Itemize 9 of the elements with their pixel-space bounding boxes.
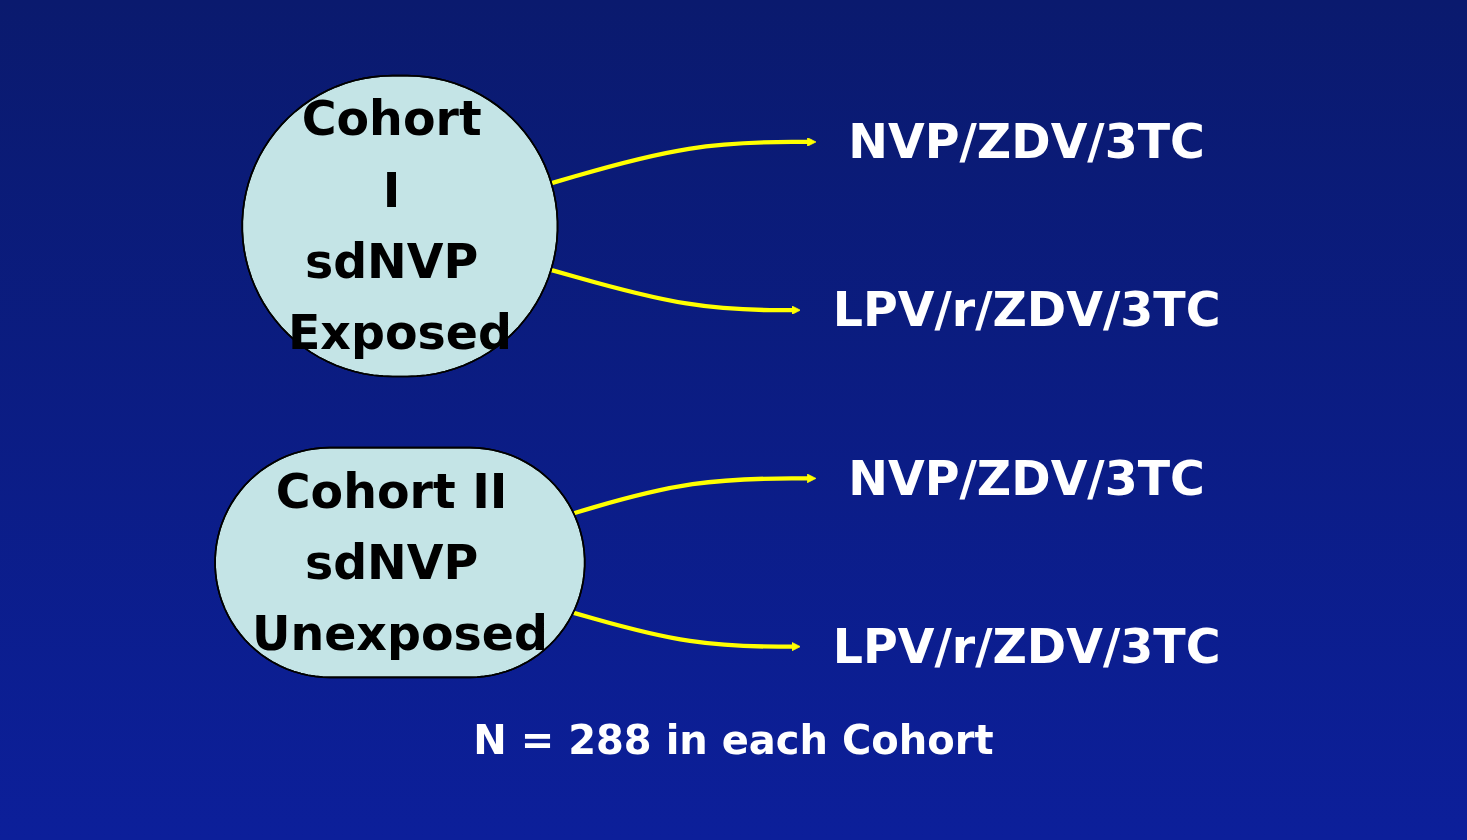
arrow xyxy=(550,268,801,315)
node-text: NVP/ZDV/3TC xyxy=(847,450,1205,506)
arrow xyxy=(550,137,816,186)
node-text: NVP/ZDV/3TC xyxy=(847,113,1205,169)
arrow xyxy=(572,610,801,652)
arrow xyxy=(572,473,816,516)
note-text: N = 288 in each Cohort xyxy=(473,717,994,763)
node-text: LPV/r/ZDV/3TC xyxy=(832,618,1221,674)
node-text: LPV/r/ZDV/3TC xyxy=(832,282,1221,338)
